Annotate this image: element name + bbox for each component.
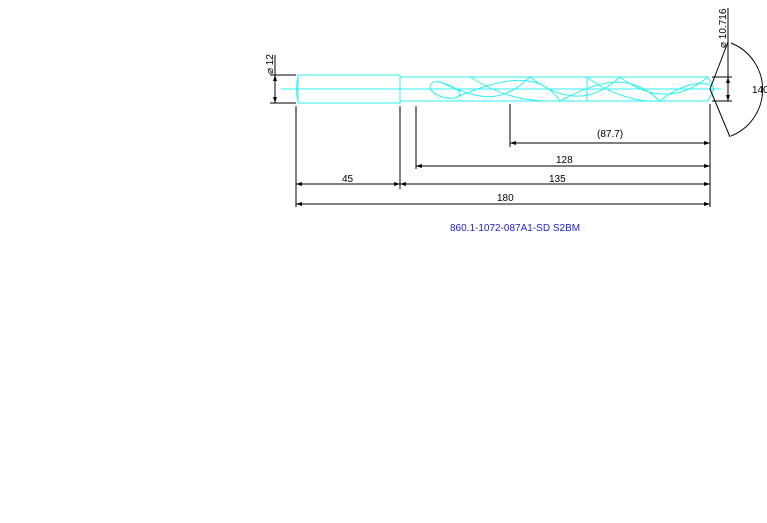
body-length-label: 128 [556,155,573,166]
part-number-label: 860.1-1072-087A1-SD S2BM [450,223,580,234]
shank-chamfer [296,76,299,102]
drill-part [281,74,721,104]
shank-length-label: 45 [342,174,354,185]
angle-leg [709,41,729,90]
angle-arc [730,42,764,137]
flute-length-label: (87.7) [597,129,623,140]
angle-leg [709,88,731,138]
flute-helix-secondary [469,76,656,102]
flute-helix [429,76,713,102]
point-angle-label: 140° [752,85,767,96]
tip-diameter-label: ⌀ 10.716 [718,8,729,48]
dimensions: ⌀ 12 (87.7) 128 45 135 180 ⌀ 10.716 140° [265,8,767,207]
length-135-label: 135 [549,174,566,185]
shank [297,74,401,104]
flute-body [400,76,715,102]
overall-length-label: 180 [497,193,514,204]
shank-diameter-label: ⌀ 12 [265,54,276,74]
